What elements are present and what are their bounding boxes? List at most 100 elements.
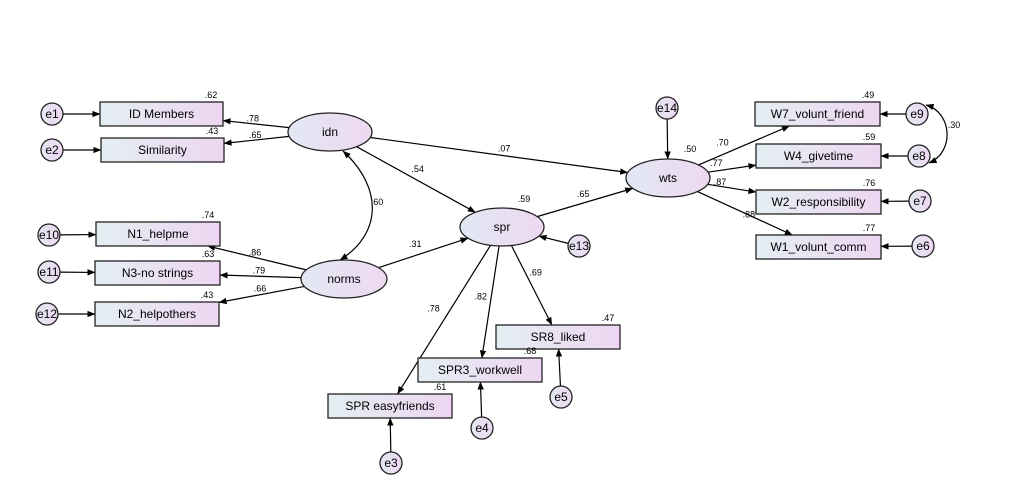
latent-ellipse bbox=[459, 207, 545, 247]
observed-w7[interactable]: W7_volunt_friend bbox=[754, 101, 881, 127]
path-wts-to-w2 bbox=[707, 183, 757, 194]
r-squared-label: .62 bbox=[205, 90, 218, 100]
error-e10[interactable]: e10 bbox=[37, 223, 61, 247]
observed-w4[interactable]: W4_givetime bbox=[755, 143, 882, 169]
observed-box bbox=[754, 101, 881, 127]
error-path-e4 bbox=[477, 381, 484, 418]
observed-spr3[interactable]: SPR3_workwell bbox=[417, 357, 543, 383]
latent-r-squared-spr: .59 bbox=[518, 194, 531, 204]
error-e7[interactable]: e7 bbox=[908, 189, 932, 213]
r-squared-label: .43 bbox=[206, 126, 219, 136]
path-norms-to-spr bbox=[378, 237, 469, 269]
error-e5[interactable]: e5 bbox=[549, 385, 573, 409]
paths-layer bbox=[58, 103, 948, 453]
path-idn-to-idm bbox=[222, 118, 290, 129]
error-e14[interactable]: e14 bbox=[655, 96, 679, 120]
error-circle bbox=[907, 144, 931, 168]
nodes-layer: idn norms spr wts ID MembersSimilarityN1_hel… bbox=[35, 96, 935, 475]
error-e12[interactable]: e12 bbox=[35, 302, 59, 326]
covariance-coefficient: .60 bbox=[371, 197, 384, 207]
latent-norms[interactable]: norms bbox=[300, 259, 388, 299]
observed-idm[interactable]: ID Members bbox=[99, 101, 224, 127]
error-label: e14 bbox=[657, 101, 677, 115]
observed-box bbox=[94, 301, 220, 327]
observed-w2[interactable]: W2_responsibility bbox=[755, 189, 882, 215]
path-norms-to-n1 bbox=[207, 244, 307, 271]
observed-w1[interactable]: W1_volunt_comm bbox=[755, 234, 882, 260]
path-idn-to-spr bbox=[356, 146, 476, 213]
observed-n3[interactable]: N3-no strings bbox=[94, 260, 221, 286]
error-label: e10 bbox=[39, 228, 59, 242]
r-squared-label: .59 bbox=[863, 132, 876, 142]
error-e1[interactable]: e1 bbox=[40, 102, 64, 126]
error-e2[interactable]: e2 bbox=[40, 138, 64, 162]
path-coefficient: .79 bbox=[253, 265, 266, 275]
error-path-e14 bbox=[664, 118, 671, 160]
path-coefficient: .07 bbox=[498, 144, 511, 154]
observed-label: SPR easyfriends bbox=[345, 399, 434, 413]
r-squared-label: .47 bbox=[602, 313, 615, 323]
observed-box bbox=[99, 101, 224, 127]
error-circle bbox=[905, 102, 929, 126]
error-label: e6 bbox=[916, 239, 930, 253]
observed-label: Similarity bbox=[138, 143, 187, 157]
observed-spre[interactable]: SPR easyfriends bbox=[327, 393, 453, 419]
error-e9[interactable]: e9 bbox=[905, 102, 929, 126]
error-circle bbox=[37, 260, 61, 284]
error-label: e12 bbox=[37, 307, 57, 321]
error-circle bbox=[40, 138, 64, 162]
path-coefficient: .78 bbox=[246, 114, 259, 124]
error-e13[interactable]: e13 bbox=[567, 234, 591, 258]
error-circle bbox=[40, 102, 64, 126]
path-idn-to-wts bbox=[370, 136, 629, 175]
error-path-e5 bbox=[555, 348, 563, 387]
coefficients-layer: .78.65.86.79.66.07.54.31.65.78.82.69.70.… bbox=[201, 90, 961, 392]
error-circle bbox=[379, 451, 403, 475]
latent-spr[interactable]: spr bbox=[459, 207, 545, 247]
latent-idn[interactable]: idn bbox=[287, 112, 373, 152]
observed-box bbox=[327, 393, 453, 419]
error-e4[interactable]: e4 bbox=[470, 416, 494, 440]
r-squared-label: .43 bbox=[201, 290, 214, 300]
path-coefficient: .70 bbox=[716, 137, 729, 147]
error-label: e11 bbox=[39, 265, 58, 279]
error-e8[interactable]: e8 bbox=[907, 144, 931, 168]
error-label: e3 bbox=[384, 456, 398, 470]
error-label: e9 bbox=[910, 107, 924, 121]
error-circle bbox=[470, 416, 494, 440]
covariance-coefficient: .30 bbox=[948, 120, 961, 130]
latent-label: norms bbox=[327, 272, 360, 286]
observed-sr8[interactable]: SR8_liked bbox=[495, 324, 621, 350]
observed-label: ID Members bbox=[129, 107, 194, 121]
latent-wts[interactable]: wts bbox=[625, 158, 711, 198]
error-path-e3 bbox=[387, 417, 394, 453]
observed-label: W7_volunt_friend bbox=[771, 107, 864, 121]
path-idn-to-sim bbox=[223, 135, 290, 146]
observed-n1[interactable]: N1_helpme bbox=[95, 221, 221, 247]
observed-box bbox=[495, 324, 621, 350]
observed-sim[interactable]: Similarity bbox=[100, 137, 225, 163]
r-squared-label: .77 bbox=[863, 223, 876, 233]
error-e6[interactable]: e6 bbox=[911, 234, 935, 258]
error-label: e8 bbox=[912, 149, 926, 163]
path-spr-to-spr3 bbox=[479, 245, 500, 359]
error-circle bbox=[549, 385, 573, 409]
observed-label: W2_responsibility bbox=[771, 195, 865, 209]
path-coefficient: .78 bbox=[427, 304, 440, 314]
covariance-e9-e8 bbox=[925, 103, 948, 164]
error-label: e13 bbox=[569, 239, 589, 253]
observed-label: W1_volunt_comm bbox=[770, 240, 866, 254]
error-circle bbox=[37, 223, 61, 247]
latent-ellipse bbox=[300, 259, 388, 299]
error-path-e13 bbox=[538, 234, 569, 244]
error-e3[interactable]: e3 bbox=[379, 451, 403, 475]
observed-n2[interactable]: N2_helpothers bbox=[94, 301, 220, 327]
observed-label: N2_helpothers bbox=[118, 307, 196, 321]
r-squared-label: .63 bbox=[202, 249, 215, 259]
error-circle bbox=[567, 234, 591, 258]
r-squared-label: .76 bbox=[863, 178, 876, 188]
r-squared-label: .68 bbox=[524, 346, 537, 356]
path-coefficient: .82 bbox=[475, 292, 488, 302]
error-e11[interactable]: e11 bbox=[37, 260, 61, 284]
